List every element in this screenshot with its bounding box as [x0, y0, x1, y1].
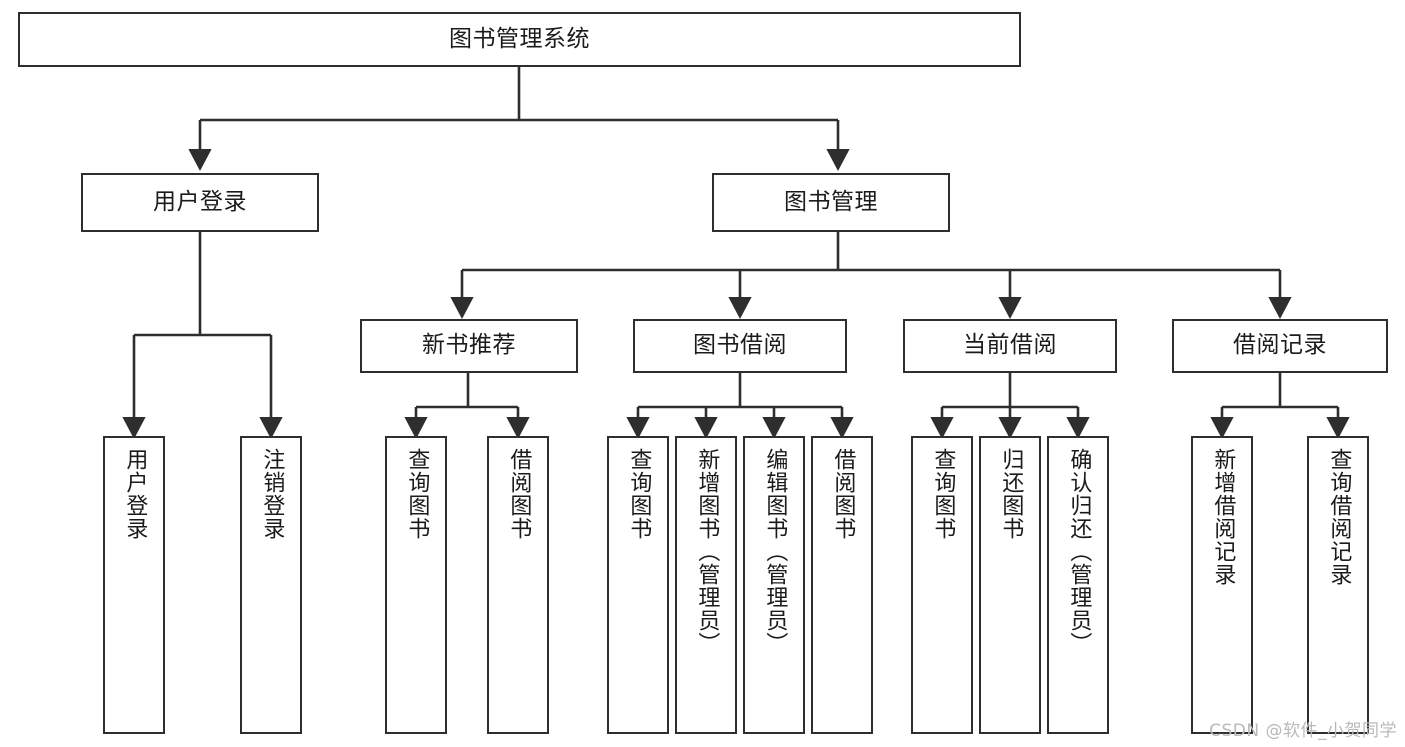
leaf-borrow-book-2[interactable]: 借阅图书 — [811, 436, 873, 734]
node-borrow-record[interactable]: 借阅记录 — [1172, 319, 1388, 373]
leaf-borrow-book-1-label: 借阅图书 — [506, 448, 532, 540]
leaf-query-book-1[interactable]: 查询图书 — [385, 436, 447, 734]
leaf-add-borrow-record[interactable]: 新增借阅记录 — [1191, 436, 1253, 734]
node-book-management-label: 图书管理 — [784, 188, 878, 215]
leaf-edit-book[interactable]: 编辑图书（管理员） — [743, 436, 805, 734]
node-borrow-record-label: 借阅记录 — [1233, 332, 1327, 359]
leaf-add-book-label: 新增图书（管理员） — [694, 448, 720, 655]
leaf-add-book[interactable]: 新增图书（管理员） — [675, 436, 737, 734]
leaf-query-book-2-label: 查询图书 — [626, 448, 652, 540]
node-book-borrow-label: 图书借阅 — [693, 332, 787, 359]
leaf-confirm-return[interactable]: 确认归还（管理员） — [1047, 436, 1109, 734]
node-user-login-label: 用户登录 — [153, 188, 247, 215]
node-root[interactable]: 图书管理系统 — [18, 12, 1021, 67]
node-book-borrow[interactable]: 图书借阅 — [633, 319, 847, 373]
node-root-label: 图书管理系统 — [449, 25, 590, 52]
node-new-book-recommend[interactable]: 新书推荐 — [360, 319, 578, 373]
leaf-query-book-1-label: 查询图书 — [404, 448, 430, 540]
leaf-user-login-label: 用户登录 — [122, 448, 148, 540]
leaf-return-book-label: 归还图书 — [998, 448, 1024, 540]
leaf-borrow-book-2-label: 借阅图书 — [830, 448, 856, 540]
node-current-borrow-label: 当前借阅 — [963, 332, 1057, 359]
leaf-edit-book-label: 编辑图书（管理员） — [762, 448, 788, 655]
leaf-return-book[interactable]: 归还图书 — [979, 436, 1041, 734]
leaf-query-book-3-label: 查询图书 — [930, 448, 956, 540]
leaf-confirm-return-label: 确认归还（管理员） — [1066, 448, 1092, 655]
leaf-query-borrow-record-label: 查询借阅记录 — [1326, 448, 1352, 586]
leaf-user-login[interactable]: 用户登录 — [103, 436, 165, 734]
leaf-query-book-2[interactable]: 查询图书 — [607, 436, 669, 734]
leaf-borrow-book-1[interactable]: 借阅图书 — [487, 436, 549, 734]
leaf-query-borrow-record[interactable]: 查询借阅记录 — [1307, 436, 1369, 734]
node-current-borrow[interactable]: 当前借阅 — [903, 319, 1117, 373]
node-book-management[interactable]: 图书管理 — [712, 173, 950, 232]
leaf-query-book-3[interactable]: 查询图书 — [911, 436, 973, 734]
leaf-add-borrow-record-label: 新增借阅记录 — [1210, 448, 1236, 586]
node-user-login[interactable]: 用户登录 — [81, 173, 319, 232]
leaf-logout-label: 注销登录 — [259, 448, 285, 540]
leaf-logout[interactable]: 注销登录 — [240, 436, 302, 734]
node-new-book-recommend-label: 新书推荐 — [422, 332, 516, 359]
